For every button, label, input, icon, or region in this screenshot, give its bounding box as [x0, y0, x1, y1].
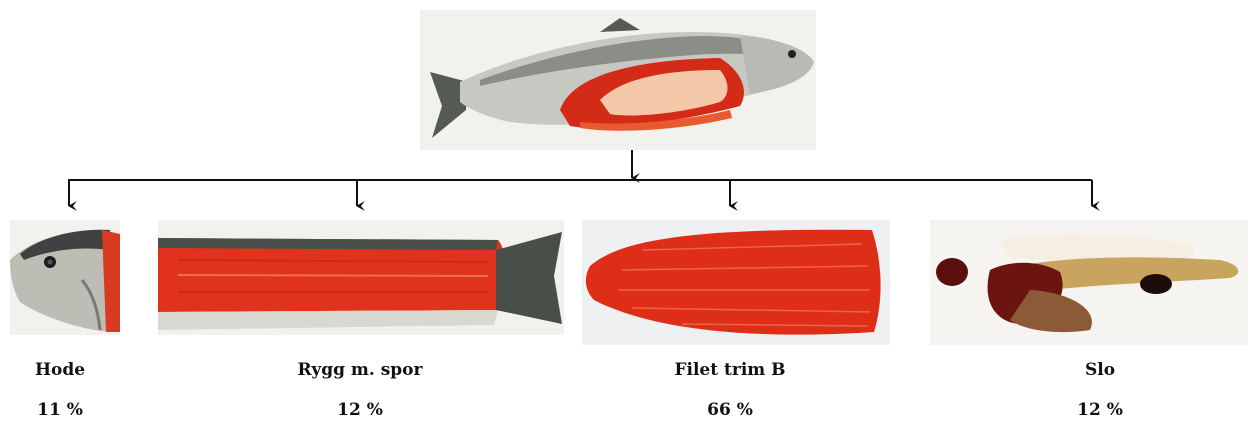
filet-image — [582, 220, 890, 345]
slo-percent: 12 % — [1040, 400, 1160, 420]
rygg-percent: 12 % — [260, 400, 460, 420]
hode-percent: 11 % — [0, 400, 120, 420]
hode-label: Hode — [0, 360, 120, 380]
slo-image — [930, 220, 1248, 345]
hode-image — [10, 220, 120, 335]
filet-percent: 66 % — [630, 400, 830, 420]
whole-fish-image — [420, 10, 816, 150]
rygg-image — [158, 220, 564, 335]
filet-label: Filet trim B — [630, 360, 830, 380]
rygg-label: Rygg m. spor — [260, 360, 460, 380]
slo-label: Slo — [1040, 360, 1160, 380]
